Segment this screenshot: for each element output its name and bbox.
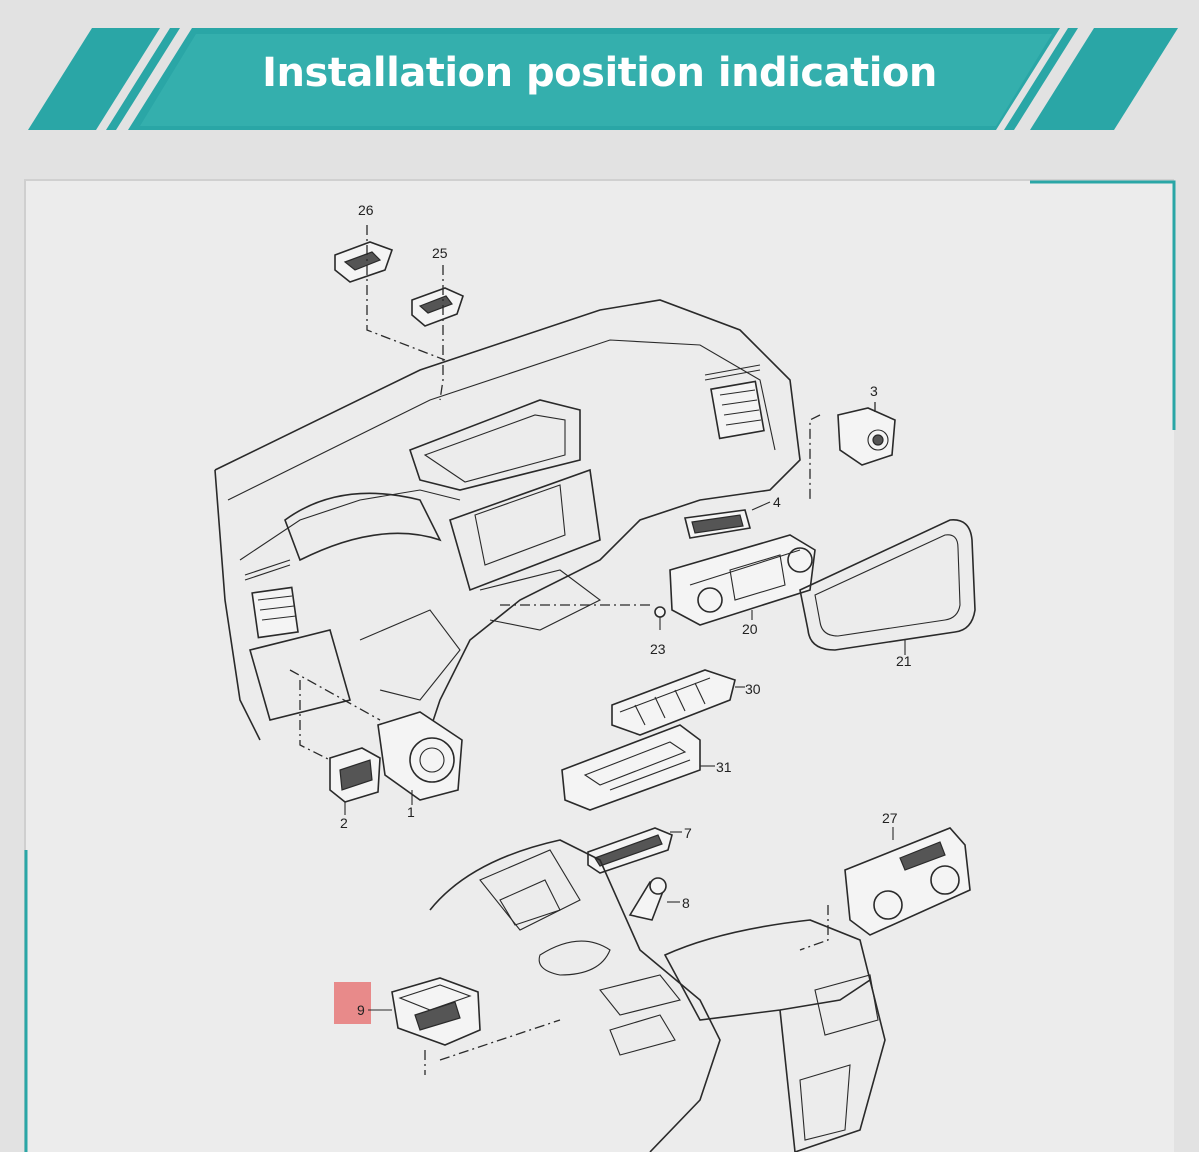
part-2-switch bbox=[329, 747, 381, 803]
callout-3: 3 bbox=[870, 383, 878, 399]
callout-2: 2 bbox=[340, 815, 348, 831]
callout-20: 20 bbox=[742, 621, 758, 637]
part-27-rear-climate bbox=[844, 827, 971, 936]
dashboard-assembly bbox=[214, 299, 801, 761]
part-26-switch bbox=[334, 241, 394, 283]
part-25-switch bbox=[411, 287, 464, 327]
leader-2-install bbox=[299, 680, 331, 761]
banner-right-stripe-outer bbox=[1030, 28, 1178, 130]
callout-4: 4 bbox=[773, 494, 781, 510]
callout-31: 31 bbox=[716, 759, 732, 775]
banner-left-stripe-outer bbox=[28, 28, 160, 130]
leader-1-install bbox=[289, 669, 381, 721]
callout-23: 23 bbox=[650, 641, 666, 657]
part-3-switch bbox=[837, 407, 896, 466]
part-8-knob bbox=[628, 877, 667, 921]
callout-7: 7 bbox=[684, 825, 692, 841]
part-9-storage-tray bbox=[391, 977, 481, 1046]
callout-9: 9 bbox=[357, 1002, 365, 1018]
leader-3 bbox=[809, 402, 876, 500]
banner-main-bar-shade bbox=[140, 34, 1052, 126]
banner-left-stripe-thin bbox=[106, 28, 180, 130]
callout-30: 30 bbox=[745, 681, 761, 697]
part-20-climate-panel bbox=[669, 534, 816, 626]
leader-27-install bbox=[799, 905, 829, 951]
part-30-switch-panel bbox=[611, 669, 736, 736]
part-7-button-strip bbox=[587, 827, 673, 874]
banner-right-stripe-thin bbox=[1004, 28, 1078, 130]
center-console bbox=[429, 839, 886, 1152]
callout-1: 1 bbox=[407, 804, 415, 820]
diagram-panel bbox=[24, 179, 1174, 1152]
title-banner bbox=[28, 28, 1178, 130]
callout-27: 27 bbox=[882, 810, 898, 826]
banner-title: Installation position indication bbox=[262, 50, 937, 96]
part-31-bezel bbox=[561, 724, 701, 811]
part-9-highlight-box bbox=[334, 982, 371, 1024]
callout-25: 25 bbox=[432, 245, 448, 261]
part-4-bar bbox=[684, 509, 752, 539]
leader-26-25 bbox=[366, 225, 446, 401]
leader-9-install bbox=[424, 1019, 561, 1075]
callout-8: 8 bbox=[682, 895, 690, 911]
panel-accent-top-right bbox=[1030, 180, 1176, 430]
part-1-light-switch bbox=[377, 711, 463, 801]
part-23-screw bbox=[654, 606, 666, 630]
callout-21: 21 bbox=[896, 653, 912, 669]
callout-26: 26 bbox=[358, 202, 374, 218]
leader-4 bbox=[751, 501, 771, 511]
part-21-trim-frame bbox=[799, 519, 976, 651]
